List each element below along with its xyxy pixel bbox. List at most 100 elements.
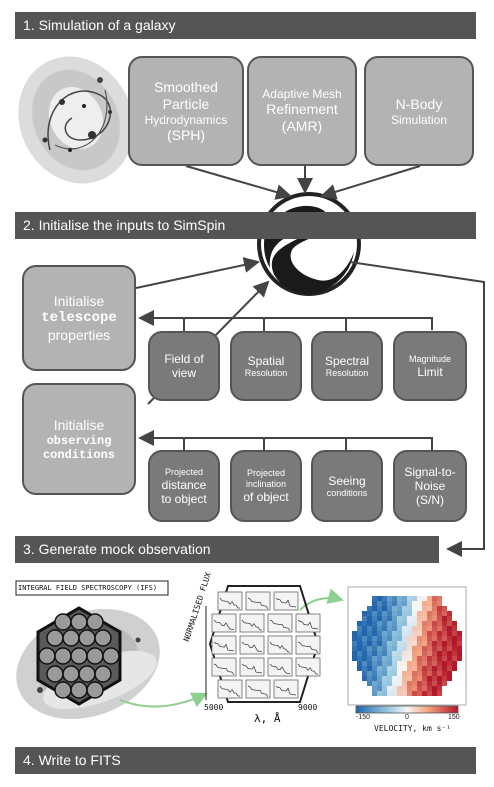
velocity-pixel bbox=[372, 611, 377, 616]
velocity-pixel bbox=[457, 636, 462, 641]
velocity-pixel bbox=[437, 601, 442, 606]
velocity-pixel bbox=[417, 606, 422, 611]
velocity-pixel bbox=[397, 646, 402, 651]
velocity-pixel bbox=[412, 691, 417, 696]
velocity-pixel bbox=[392, 666, 397, 671]
ifs-label-box bbox=[15, 580, 169, 596]
velocity-pixel bbox=[377, 606, 382, 611]
velocity-pixel bbox=[407, 641, 412, 646]
fov-box: Field of view bbox=[148, 331, 220, 401]
velocity-pixel bbox=[412, 636, 417, 641]
velocity-pixel bbox=[372, 676, 377, 681]
velocity-pixel bbox=[402, 606, 407, 611]
velocity-pixel bbox=[392, 626, 397, 631]
velocity-pixel bbox=[362, 661, 367, 666]
velocity-map bbox=[347, 586, 467, 706]
spectrum-line bbox=[213, 663, 235, 676]
spectrum-thumbnail bbox=[239, 657, 265, 677]
velocity-pixel bbox=[447, 626, 452, 631]
spectrum-thumbnail bbox=[295, 657, 321, 677]
inclination-line2: inclination bbox=[245, 479, 287, 489]
velocity-pixel bbox=[392, 641, 397, 646]
velocity-pixel bbox=[352, 631, 357, 636]
velocity-pixel bbox=[402, 626, 407, 631]
velocity-pixel bbox=[432, 626, 437, 631]
nbody-line1: N-Body bbox=[395, 95, 443, 112]
velocity-pixel bbox=[377, 681, 382, 686]
velocity-pixel bbox=[372, 631, 377, 636]
velocity-pixel bbox=[367, 646, 372, 651]
velocity-pixel bbox=[382, 611, 387, 616]
velocity-pixel bbox=[377, 666, 382, 671]
velocity-pixel bbox=[417, 616, 422, 621]
velocity-pixel bbox=[402, 631, 407, 636]
velocity-pixel bbox=[382, 656, 387, 661]
velocity-pixel bbox=[362, 611, 367, 616]
velocity-pixel bbox=[402, 666, 407, 671]
velocity-pixel bbox=[387, 626, 392, 631]
velocity-pixel bbox=[432, 641, 437, 646]
velocity-pixel bbox=[432, 681, 437, 686]
velocity-pixel bbox=[402, 691, 407, 696]
magnitude-line1: Magnitude bbox=[408, 353, 452, 364]
velocity-pixel bbox=[452, 636, 457, 641]
velocity-pixel bbox=[362, 651, 367, 656]
velocity-pixel bbox=[412, 651, 417, 656]
velocity-pixel bbox=[382, 631, 387, 636]
velocity-pixel bbox=[377, 641, 382, 646]
velocity-pixel bbox=[382, 626, 387, 631]
velocity-pixel bbox=[437, 636, 442, 641]
velocity-pixel bbox=[442, 611, 447, 616]
velocity-pixel bbox=[397, 641, 402, 646]
velocity-pixel bbox=[397, 666, 402, 671]
velocity-pixel bbox=[452, 661, 457, 666]
velocity-pixel bbox=[357, 646, 362, 651]
velocity-pixel bbox=[447, 611, 452, 616]
velocity-pixel bbox=[382, 686, 387, 691]
velocity-pixel bbox=[397, 656, 402, 661]
fov-line2: view bbox=[171, 366, 196, 380]
velocity-pixel bbox=[377, 636, 382, 641]
velocity-pixel bbox=[432, 686, 437, 691]
distance-line2: distance bbox=[161, 477, 207, 492]
spatial-box: Spatial Resolution bbox=[230, 331, 302, 401]
velocity-pixel bbox=[437, 641, 442, 646]
observing-box: Initialise observing conditions bbox=[22, 383, 136, 495]
velocity-pixel bbox=[362, 671, 367, 676]
velocity-pixel bbox=[372, 621, 377, 626]
velocity-pixel bbox=[382, 601, 387, 606]
velocity-pixel bbox=[352, 641, 357, 646]
velocity-pixel bbox=[437, 651, 442, 656]
velocity-pixel bbox=[442, 621, 447, 626]
velocity-pixel bbox=[362, 666, 367, 671]
velocity-pixel bbox=[382, 646, 387, 651]
velocity-pixel bbox=[402, 671, 407, 676]
velocity-pixel bbox=[417, 656, 422, 661]
velocity-pixel bbox=[452, 656, 457, 661]
step4-banner: 4. Write to FITS bbox=[15, 747, 476, 774]
velocity-pixel bbox=[377, 646, 382, 651]
velocity-pixel bbox=[377, 626, 382, 631]
velocity-pixel bbox=[357, 621, 362, 626]
velocity-pixel bbox=[402, 611, 407, 616]
velocity-pixel bbox=[417, 636, 422, 641]
velocity-pixel bbox=[417, 631, 422, 636]
velocity-pixel bbox=[402, 601, 407, 606]
velocity-pixel bbox=[387, 681, 392, 686]
velocity-pixel bbox=[417, 691, 422, 696]
velocity-pixel bbox=[377, 691, 382, 696]
spectrum-thumbnail bbox=[267, 657, 293, 677]
velocity-pixel bbox=[427, 606, 432, 611]
velocity-pixel bbox=[382, 621, 387, 626]
velocity-pixel bbox=[412, 666, 417, 671]
magnitude-line2: Limit bbox=[417, 364, 443, 379]
velocity-pixel bbox=[427, 681, 432, 686]
velocity-pixel bbox=[402, 661, 407, 666]
velocity-pixel bbox=[407, 651, 412, 656]
x-tick-left: 5000 bbox=[204, 703, 224, 712]
velocity-pixel bbox=[437, 611, 442, 616]
velocity-pixel bbox=[412, 671, 417, 676]
x-axis-label: λ, Å bbox=[254, 712, 281, 725]
velocity-pixel bbox=[377, 601, 382, 606]
velocity-pixel bbox=[407, 661, 412, 666]
